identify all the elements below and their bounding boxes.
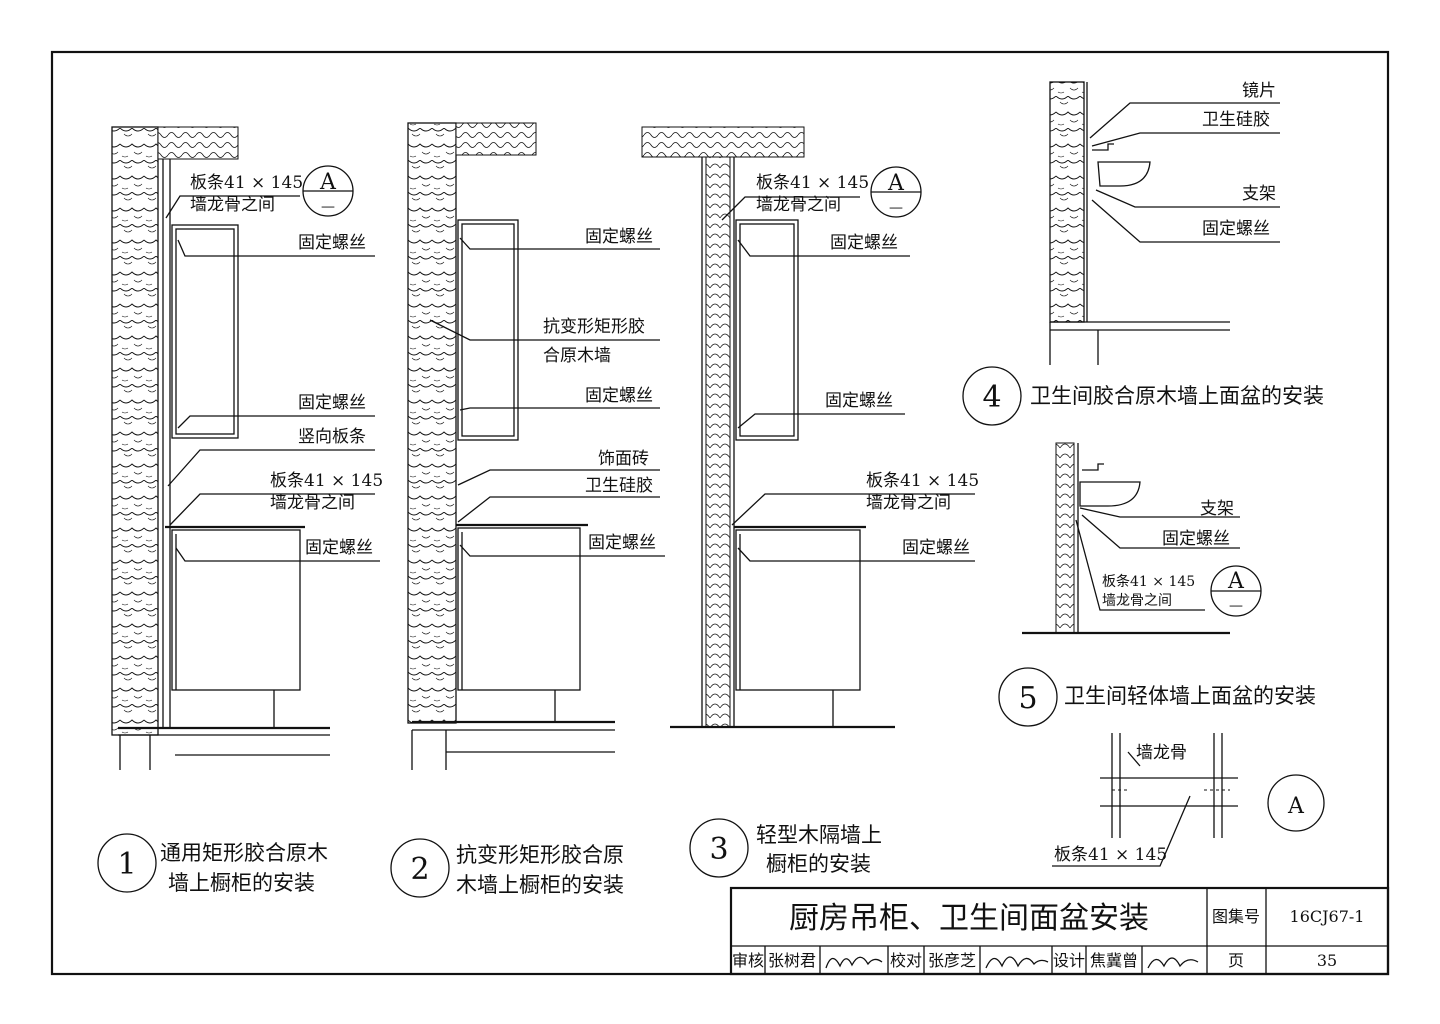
faucet-5: [1082, 463, 1104, 471]
checker-name: 张彦芝: [928, 951, 976, 970]
d2-screw-label-1: 固定螺丝: [585, 227, 653, 247]
d2-tile-label: 饰面砖: [598, 449, 649, 469]
d2-caption-1: 抗变形矩形胶合原: [456, 843, 624, 867]
d1-caption-1: 通用矩形胶合原木: [160, 841, 328, 865]
detail-2: [407, 122, 665, 770]
designer-name: 焦冀曾: [1090, 951, 1138, 970]
d1-caption-2: 墙上橱柜的安装: [168, 871, 315, 895]
d1-detail-mark: A: [319, 170, 337, 195]
designer-signature: [1147, 957, 1199, 969]
base-cabinet-2: [457, 527, 581, 691]
d5-screw-label: 固定螺丝: [1162, 529, 1230, 549]
d3-number: 3: [709, 832, 728, 867]
sheet-border: [50, 50, 1390, 976]
d3-batten-label-1: 板条41 × 145: [756, 173, 869, 193]
base-cabinet-3: [735, 529, 861, 691]
d2-silicone-label: 卫生硅胶: [585, 476, 653, 496]
d5-detail-dash: —: [1229, 598, 1243, 614]
d3-detail-dash: —: [889, 200, 903, 216]
log-wall-4: [1049, 81, 1085, 323]
faucet-4: [1092, 143, 1114, 151]
da-detail-mark: A: [1287, 794, 1305, 819]
d3-number-circle: [689, 818, 749, 878]
d5-caption: 卫生间轻体墙上面盆的安装: [1064, 684, 1316, 708]
d3-screw-label-2: 固定螺丝: [825, 391, 893, 411]
reviewer-name: 张树君: [768, 951, 816, 970]
d2-number: 2: [410, 852, 429, 887]
d3-detail-mark: A: [887, 171, 905, 196]
wall-cabinet-3: [735, 219, 799, 441]
detail-1: [111, 126, 380, 770]
basin-5: [1079, 481, 1141, 507]
d4-bracket-label: 支架: [1242, 184, 1276, 204]
d3-screw-label-3: 固定螺丝: [902, 538, 970, 558]
d2-screw-label-2: 固定螺丝: [585, 386, 653, 406]
d2-number-circle: [390, 838, 450, 898]
d2-anti-deform-label-2: 合原木墙: [543, 346, 611, 366]
d5-detail-mark: A: [1227, 569, 1245, 594]
stud-wall-5: [1055, 442, 1075, 634]
ceiling-slab-3: [641, 126, 805, 158]
stud-wall-3: [705, 156, 731, 728]
d1-screw-label-3: 固定螺丝: [305, 538, 373, 558]
d1-batten-label-4: 墙龙骨之间: [270, 493, 355, 513]
d4-silicone-label: 卫生硅胶: [1202, 110, 1270, 130]
detail-a: [1052, 733, 1325, 867]
ceiling-slab-2: [455, 122, 537, 156]
d1-batten-label-1: 板条41 × 145: [190, 173, 303, 193]
check-label: 校对: [890, 951, 922, 970]
detail-3: [641, 126, 975, 729]
drawing-title: 厨房吊柜、卫生间面盆安装: [789, 901, 1149, 936]
d5-batten-label-2: 墙龙骨之间: [1102, 593, 1172, 609]
d1-screw-label-2: 固定螺丝: [298, 393, 366, 413]
d5-number: 5: [1018, 681, 1037, 716]
da-stud-label: 墙龙骨: [1136, 743, 1187, 763]
d3-batten-label-2: 墙龙骨之间: [756, 195, 841, 215]
detail-5: [998, 442, 1262, 727]
wall-cabinet-2: [457, 219, 519, 441]
atlas-number: 16CJ67-1: [1290, 907, 1365, 926]
atlas-label: 图集号: [1212, 907, 1260, 926]
log-wall-1: [111, 126, 159, 736]
design-label: 设计: [1053, 951, 1085, 970]
page-number: 35: [1317, 951, 1337, 970]
d4-mirror-label: 镜片: [1242, 81, 1276, 101]
d2-screw-label-3: 固定螺丝: [588, 533, 656, 553]
d1-screw-label-1: 固定螺丝: [298, 233, 366, 253]
checker-signature: [985, 956, 1049, 969]
page-label: 页: [1228, 951, 1244, 970]
title-block: [729, 886, 1390, 976]
d3-batten-label-3: 板条41 × 145: [866, 471, 979, 491]
d1-number: 1: [117, 847, 136, 882]
review-label: 审核: [732, 951, 764, 970]
log-wall-2: [407, 122, 457, 724]
d3-caption-1: 轻型木隔墙上: [756, 823, 882, 847]
d5-bracket-label: 支架: [1200, 499, 1234, 519]
d1-detail-dash: —: [321, 199, 335, 215]
ceiling-slab-1: [157, 126, 239, 160]
d3-batten-label-4: 墙龙骨之间: [866, 493, 951, 513]
d4-caption: 卫生间胶合原木墙上面盆的安装: [1030, 384, 1324, 408]
d1-vertical-batten-label: 竖向板条: [298, 427, 366, 447]
d4-screw-label: 固定螺丝: [1202, 219, 1270, 239]
d3-caption-2: 橱柜的安装: [766, 852, 871, 876]
d4-number: 4: [982, 380, 1001, 415]
d2-caption-2: 木墙上橱柜的安装: [456, 873, 624, 897]
da-batten-label: 板条41 × 145: [1054, 845, 1167, 865]
wall-cabinet-1: [171, 224, 239, 439]
d1-number-circle: [97, 833, 157, 893]
d3-screw-label-1: 固定螺丝: [830, 233, 898, 253]
d1-batten-label-2: 墙龙骨之间: [190, 195, 275, 215]
d1-batten-label-3: 板条41 × 145: [270, 471, 383, 491]
base-cabinet-1: [171, 529, 301, 691]
d2-anti-deform-label-1: 抗变形矩形胶: [543, 317, 645, 337]
basin-4: [1097, 161, 1151, 187]
d5-batten-label-1: 板条41 × 145: [1102, 573, 1195, 590]
reviewer-signature: [825, 956, 883, 969]
detail-4: [962, 81, 1280, 426]
